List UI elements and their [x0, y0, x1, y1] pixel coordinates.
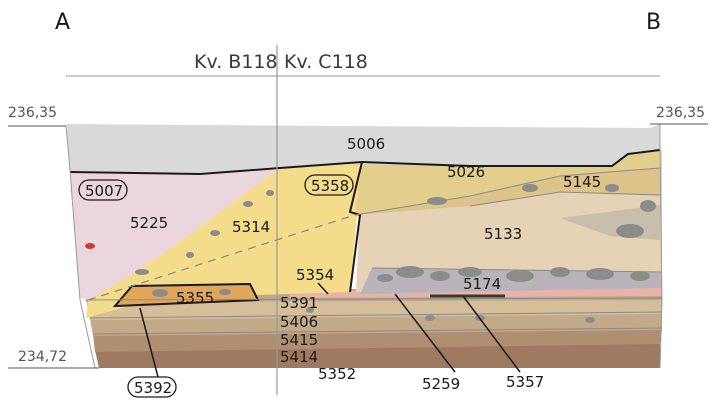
dashed-line [87, 214, 356, 301]
corner-label-b: B [646, 10, 661, 35]
layer-5406 [86, 298, 662, 320]
section-outline [65, 124, 663, 369]
elevation-bottom-left: 234,72 [18, 349, 67, 365]
layer-5006 [66, 124, 660, 174]
layer-label-5391: 5391 [280, 294, 318, 312]
layer-5225 [70, 170, 280, 300]
layer-label-5415: 5415 [280, 331, 318, 349]
layer-label-5145: 5145 [563, 173, 601, 191]
elevation-top-right: 236,35 [656, 105, 705, 121]
layer-label-5355: 5355 [176, 289, 214, 307]
circle-outline-5007 [78, 179, 128, 201]
square-label-b118: Kv. B118 [194, 51, 278, 73]
pointer-label-5357: 5357 [506, 373, 544, 391]
pointer-label-5259: 5259 [422, 375, 460, 393]
layer-label-5354: 5354 [296, 266, 334, 284]
circle-outline-5358 [304, 174, 354, 196]
layer-label-5414: 5414 [280, 348, 318, 366]
elevation-top-left: 236,35 [8, 105, 57, 121]
circled-label-5392: 5392 [134, 379, 172, 397]
circled-label-5007: 5007 [85, 182, 123, 200]
layer-label-5133: 5133 [484, 225, 522, 243]
square-label-c118: Kv. C118 [284, 51, 368, 73]
circled-label-5358: 5358 [311, 177, 349, 195]
layer-label-5026: 5026 [447, 163, 485, 181]
circle-outline-5392 [127, 376, 177, 398]
layer-label-5352: 5352 [318, 365, 356, 383]
boundary-lines [69, 149, 661, 308]
layer-label-5406: 5406 [280, 313, 318, 331]
layer-label-5225: 5225 [130, 214, 168, 232]
layer-label-5006: 5006 [347, 135, 385, 153]
layer-label-5314: 5314 [232, 218, 270, 236]
red-fragment [85, 243, 95, 249]
thin-lines [85, 167, 663, 335]
layer-label-5174: 5174 [463, 275, 501, 293]
pointer-lines [139, 282, 521, 378]
corner-label-a: A [55, 10, 70, 35]
